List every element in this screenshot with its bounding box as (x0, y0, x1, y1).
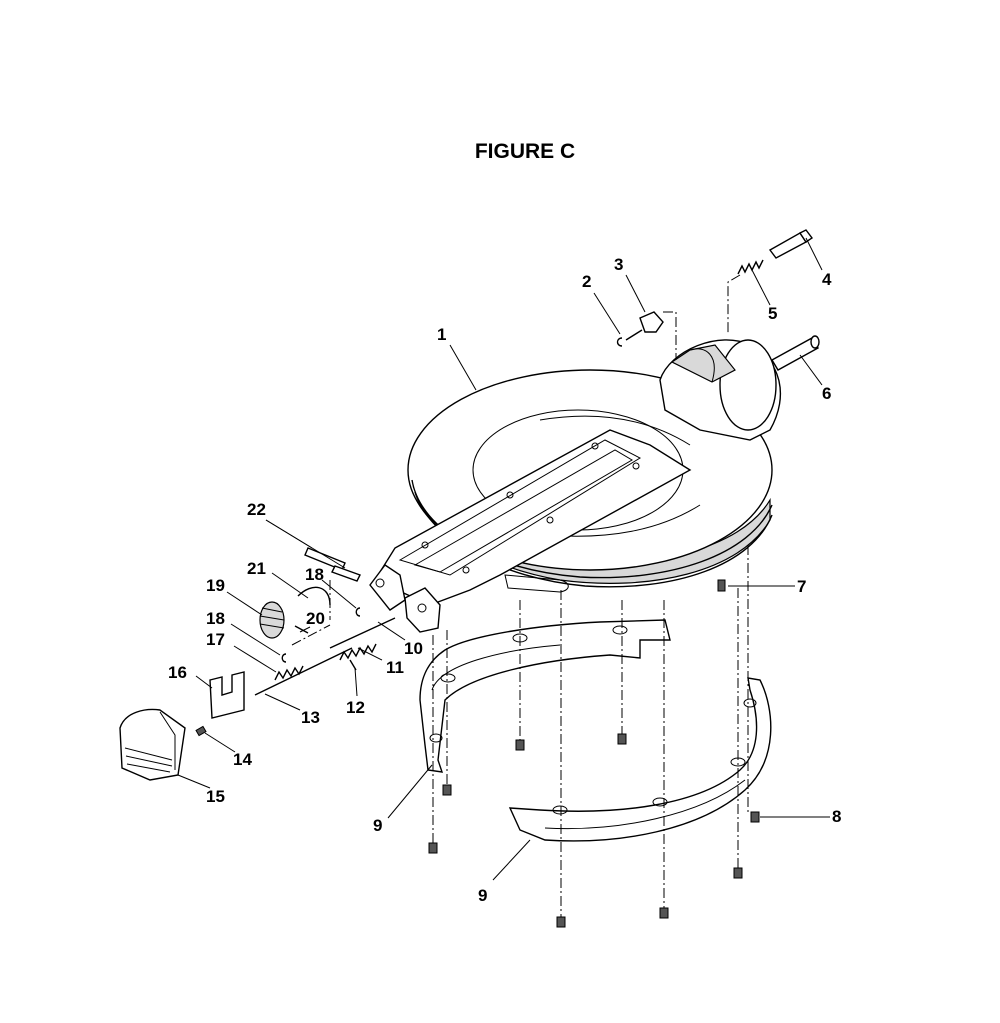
callout-5: 5 (768, 304, 777, 323)
leader-lines (177, 237, 830, 881)
callout-22: 22 (247, 500, 266, 519)
blade-guard-housing (369, 339, 782, 633)
callout-9-front: 9 (478, 886, 487, 905)
lock-pin-3 (625, 311, 677, 360)
callout-7: 7 (797, 577, 806, 596)
callout-11: 11 (386, 658, 404, 677)
callout-18-upper: 18 (305, 565, 324, 584)
callout-9-rear: 9 (373, 816, 382, 835)
callout-16: 16 (168, 663, 187, 682)
figure-title: FIGURE C (474, 140, 576, 163)
callout-18-lower: 18 (206, 609, 225, 628)
e-ring-18-lower (281, 653, 287, 663)
spring-5 (727, 259, 764, 335)
callout-14: 14 (233, 750, 252, 769)
spring-11 (339, 643, 377, 661)
pins-22 (304, 547, 361, 582)
callout-13: 13 (301, 708, 320, 727)
screw-7 (717, 579, 726, 592)
screw-14 (195, 725, 207, 737)
pin-6 (771, 335, 820, 371)
e-ring-18-upper (355, 607, 361, 617)
lower-guard-front-9 (508, 677, 772, 842)
rod-10 (329, 617, 396, 649)
callout-2: 2 (582, 272, 591, 291)
lower-guard-rear-9 (419, 619, 671, 773)
callout-19: 19 (206, 576, 225, 595)
callout-20: 20 (306, 609, 325, 628)
callout-6: 6 (822, 384, 831, 403)
spring-17 (274, 665, 304, 681)
callout-8: 8 (832, 807, 841, 826)
e-ring-2 (616, 337, 623, 347)
callout-17: 17 (206, 630, 225, 649)
assembly-centerlines (291, 545, 749, 917)
callout-15: 15 (206, 787, 225, 806)
bracket-16 (209, 671, 245, 719)
callout-21: 21 (247, 559, 266, 578)
knob-19 (259, 601, 285, 639)
pin-20 (294, 625, 309, 634)
screws-8 (428, 733, 760, 928)
pin-4 (768, 229, 814, 259)
callout-3: 3 (614, 255, 623, 274)
handle-cover-15 (119, 708, 186, 781)
rod-13 (254, 647, 353, 696)
handle-21 (297, 586, 331, 606)
callout-12: 12 (346, 698, 365, 717)
callout-labels: 1 2 3 4 5 6 7 8 9 9 10 11 12 13 14 15 16… (168, 255, 841, 905)
callout-1: 1 (437, 325, 446, 344)
callout-10: 10 (404, 639, 423, 658)
callout-4: 4 (822, 270, 832, 289)
